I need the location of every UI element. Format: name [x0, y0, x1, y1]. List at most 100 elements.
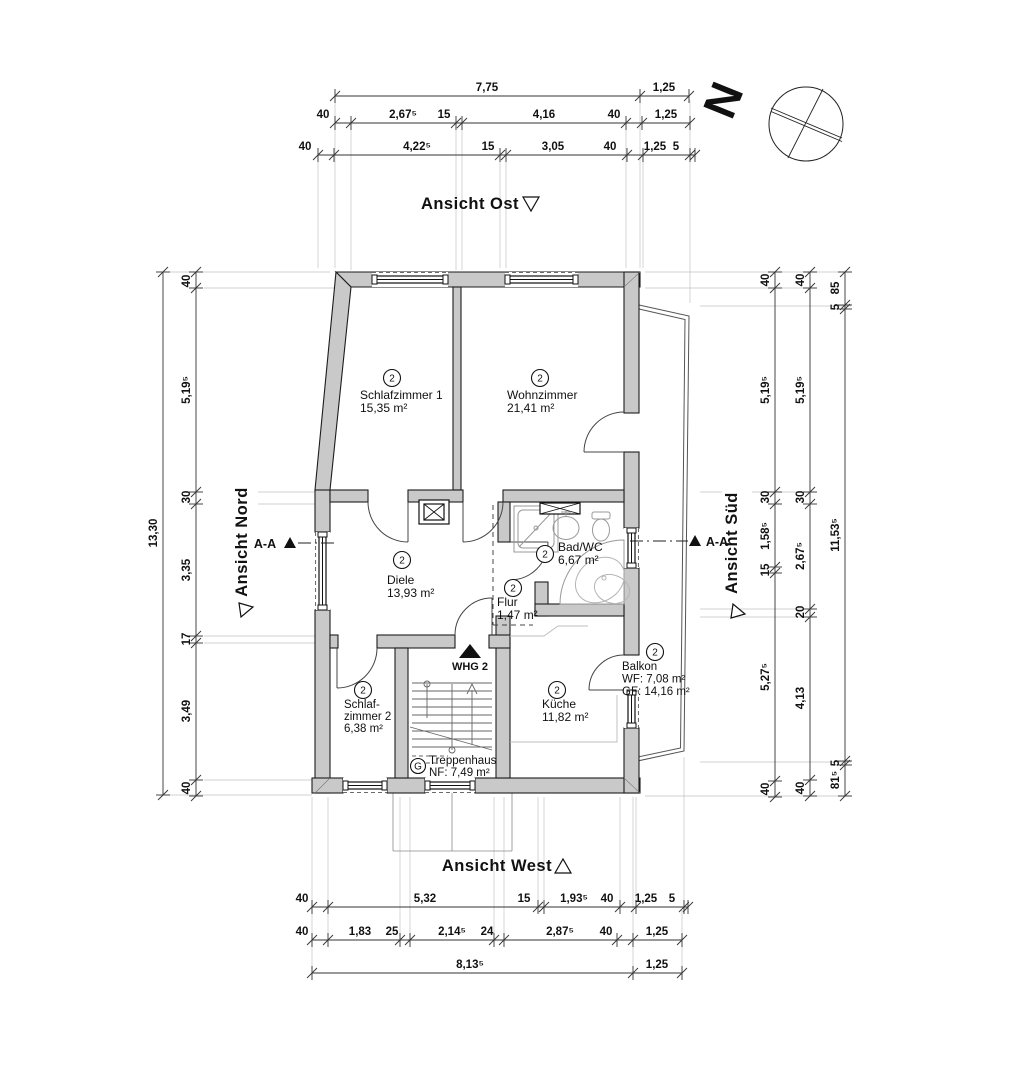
wall-east [623, 567, 640, 656]
shaft-symbol [418, 499, 450, 525]
dim-value: 85 [830, 281, 842, 294]
dim-value: 5,19⁵ [760, 376, 772, 404]
exterior-landing [392, 793, 513, 852]
entrance-label: WHG 2 [452, 661, 488, 673]
view-title-ost: Ansicht Ost [421, 195, 519, 213]
room-name: Schlaf- [344, 699, 380, 711]
view-triangle-sued [730, 602, 747, 619]
door-wohnzimmer [462, 501, 504, 543]
dim-value: 5 [669, 893, 676, 905]
dim-value: 40 [795, 782, 807, 795]
wall-schlaf2-treppenhaus [394, 647, 409, 779]
dim-value: 3,05 [542, 141, 565, 153]
door-kueche-balkon [588, 654, 625, 691]
doors [336, 411, 625, 691]
wall-diele-south [488, 634, 511, 649]
dim-col-right-3: 85 5 11,53⁵ 5 81⁵ [830, 281, 842, 789]
dim-value: 1,25 [644, 141, 667, 153]
room-name: Schlafzimmer 1 [360, 388, 443, 402]
vent-duct [539, 502, 581, 515]
room-labels: 2 Schlafzimmer 1 15,35 m² 2 Wohnzimmer 2… [344, 368, 690, 779]
view-title-nord: Ansicht Nord [233, 487, 251, 597]
wall-interior-mid [502, 489, 625, 503]
dim-value: 15 [760, 563, 772, 576]
dim-value: 24 [481, 926, 494, 938]
door-wohnzimmer-balkon [583, 411, 625, 453]
dim-row-top-2: 40 2,67⁵ 15 4,16 40 1,25 [317, 109, 678, 121]
wall-schlaf1-wohnzimmer [452, 286, 462, 491]
room-name: Treppenhaus [429, 755, 497, 767]
dim-col-right-1: 40 5,19⁵ 30 1,58⁵ 15 5,27⁵ 40 [760, 274, 772, 796]
dim-value: 5,27⁵ [760, 663, 772, 691]
dim-value: 15 [482, 141, 495, 153]
room-area: GF: 14,16 m² [622, 686, 690, 698]
dim-value: 30 [795, 491, 807, 504]
room-area: NF: 7,49 m² [429, 767, 490, 779]
dim-value: 2,14⁵ [438, 926, 466, 938]
dim-col-left: 13,30 40 5,19⁵ 30 3,35 17 3,49 40 [148, 275, 193, 795]
room-area: 1,47 m² [497, 608, 538, 622]
dim-row-bottom-1: 40 5,32 15 1,93⁵ 40 1,25 5 [296, 893, 676, 905]
wall-bad-kueche [534, 603, 625, 617]
room-badge: 2 [360, 686, 366, 697]
dim-value: 30 [760, 491, 772, 504]
dim-value: 40 [296, 926, 309, 938]
room-name: Diele [387, 573, 415, 587]
room-name: Balkon [622, 661, 657, 673]
room-area: 13,93 m² [387, 586, 434, 600]
room-label-flur: 2 Flur 1,47 m² [497, 578, 538, 622]
room-label-wohnzimmer: 2 Wohnzimmer 21,41 m² [507, 368, 577, 415]
dim-col-right-2: 40 5,19⁵ 30 2,67⁵ 20 4,13 40 [795, 274, 807, 795]
compass-circle [768, 86, 844, 162]
view-triangle-nord [238, 602, 255, 619]
door-apartment-entry [454, 597, 493, 636]
washbasin [552, 509, 580, 540]
north-compass: N [693, 75, 844, 162]
stairs [409, 680, 493, 764]
room-badge: 2 [510, 584, 516, 595]
extension-lines [168, 100, 851, 970]
wall-east [623, 271, 640, 414]
dim-value: 40 [600, 926, 613, 938]
section-arrow-right [689, 535, 701, 546]
wall-interior-mid [329, 489, 369, 503]
dim-value: 1,25 [655, 109, 678, 121]
dim-value: 5,19⁵ [795, 376, 807, 404]
section-label-left: A-A [254, 537, 276, 551]
dim-value: 40 [296, 893, 309, 905]
flur-dashed-boundary [492, 505, 533, 626]
room-name: zimmer 2 [344, 711, 391, 723]
window-schlafzimmer2-south [342, 778, 388, 793]
dim-value: 15 [438, 109, 451, 121]
wall-east [623, 727, 640, 794]
wall-west [314, 609, 331, 794]
entrance-marker: WHG 2 [452, 644, 488, 673]
room-badge: 2 [652, 648, 658, 659]
room-label-diele: 2 Diele 13,93 m² [387, 550, 434, 600]
dim-value: 5,32 [414, 893, 436, 905]
dim-value: 17 [181, 633, 193, 646]
room-area: 15,35 m² [360, 401, 407, 415]
dim-value: 1,83 [349, 926, 371, 938]
dim-value: 40 [181, 275, 193, 288]
room-area: 11,82 m² [542, 710, 588, 724]
dim-value: 4,13 [795, 687, 807, 709]
door-schlafzimmer1 [367, 501, 409, 543]
dim-value: 81⁵ [830, 771, 842, 789]
dim-value: 1,25 [635, 893, 658, 905]
dim-value: 40 [760, 274, 772, 287]
balcony-outline [632, 304, 690, 763]
room-area: 6,38 m² [344, 723, 383, 735]
dim-value: 4,22⁵ [403, 141, 431, 153]
dim-row-bottom-2: 40 1,83 25 2,14⁵ 24 2,87⁵ 40 1,25 [296, 926, 669, 938]
dim-value: 11,53⁵ [830, 518, 842, 552]
dim-value: 20 [795, 606, 807, 619]
door-schlafzimmer2 [336, 647, 378, 689]
wall-west-upper-slanted [314, 270, 352, 491]
room-badge: 2 [542, 550, 548, 561]
dim-value: 40 [760, 783, 772, 796]
dim-value: 1,25 [646, 959, 669, 971]
section-line: A-A A-A [254, 535, 728, 551]
